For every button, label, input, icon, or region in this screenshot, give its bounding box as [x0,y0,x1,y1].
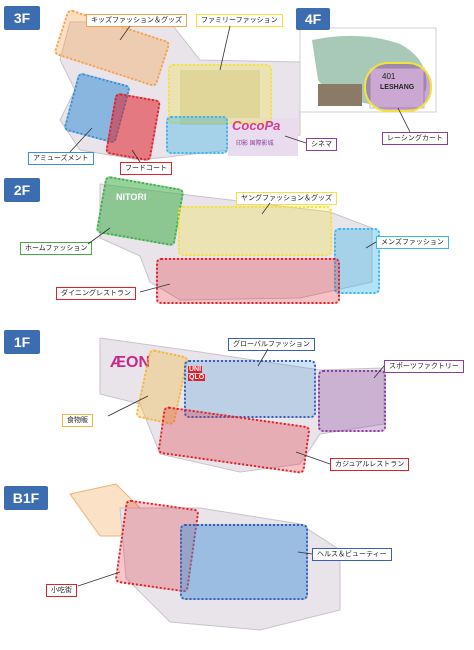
label-global-fashion: グローバルファッション [228,338,315,351]
store-number-401: 401 [382,72,396,81]
label-kids-fashion: キッズファッション＆グッズ [86,14,187,27]
floor-b1f-panel: B1F 小吃街 ヘルス＆ビューティー [0,480,474,650]
zone-family-fashion[interactable] [168,64,272,124]
store-brand-leshang: LESHANG [380,84,415,91]
nitori-logo: NITORI [116,192,147,202]
cinema-logo: CocoPa [232,118,281,133]
floor-1f-panel: 1F ÆON UNI QLO グローバルファッション スポーツファクトリー 食物… [0,324,474,478]
uniqlo-logo-top: UNI [188,366,203,373]
label-health-beauty: ヘルス＆ビューティー [312,548,392,561]
zone-cinema-lobby[interactable] [166,116,228,154]
label-food-retail: 食物販 [62,414,93,427]
label-home-fashion: ホームファッション [20,242,93,255]
floor-badge-4f: 4F [296,8,330,30]
floor-badge-b1f: B1F [4,486,48,510]
floor-badge-2f: 2F [4,178,40,202]
cinema-sub: 印影 国際影城 [236,141,274,147]
label-foodcourt: フードコート [120,162,172,175]
label-cinema: シネマ [306,138,337,151]
zone-global-fashion[interactable] [184,360,316,418]
label-family-fashion: ファミリーファッション [196,14,283,27]
zone-sports-factory[interactable] [318,370,386,432]
uniqlo-logo-bottom: QLO [188,374,206,381]
floor-2f-panel: 2F NITORI ホームファッション ヤングファッション＆グッズ メンズファッ… [0,172,474,322]
leader-line-4f [397,107,411,133]
label-racing-kart: レーシングカート [382,132,448,145]
label-dining-restaurant: ダイニングレストラン [56,287,136,300]
label-amusement: アミューズメント [28,152,94,165]
zone-mens-fashion[interactable] [334,228,380,294]
label-sports-factory: スポーツファクトリー [384,360,464,373]
floor-badge-3f: 3F [4,6,40,30]
floor-4f-panel: 4F 401 LESHANG レーシングカート [0,0,474,170]
leader-lines-2f [87,202,377,293]
aeon-logo: ÆON [110,354,150,371]
zone-young-fashion[interactable] [178,206,332,256]
leader-lines-1f [107,348,385,465]
label-young-fashion: ヤングファッション＆グッズ [236,192,337,205]
zone-racing-kart[interactable] [364,62,432,112]
floor-badge-1f: 1F [4,330,40,354]
leader-lines-3f [69,25,307,163]
floor-1f-plan [99,337,385,473]
label-mens-fashion: メンズファッション [376,236,449,249]
zone-health-beauty[interactable] [180,524,308,600]
label-snack-street: 小吃街 [46,584,77,597]
floor-3f-panel: 3F CocoPa 印影 国際影城 キッズファッション＆グッズ ファミリーファッ… [0,0,474,175]
zone-dining-restaurant[interactable] [156,258,340,304]
label-casual-restaurant: カジュアルレストラン [330,458,410,471]
leader-lines-b1f [77,551,313,587]
